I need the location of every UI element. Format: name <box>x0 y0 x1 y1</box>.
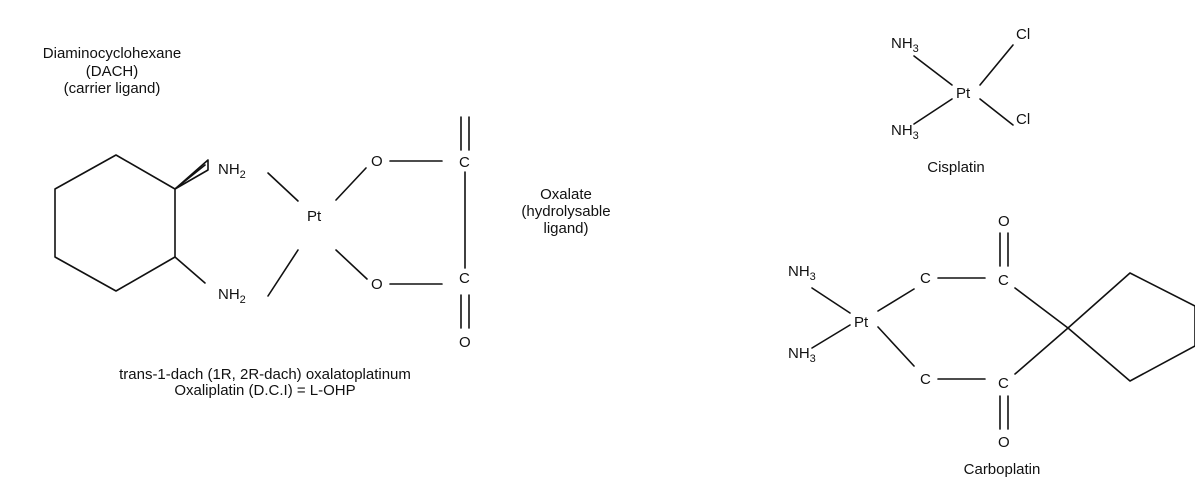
pt-o-bond-bottom <box>335 249 368 280</box>
amine-top-label: NH2 <box>218 161 246 181</box>
carboplatin-structure: NH3 NH3 Pt C C C C O O Carboplatin <box>788 213 1195 478</box>
carboplatin-carbon-1: C <box>920 270 931 287</box>
cisplatin-pt-cl-bond-top <box>979 44 1014 86</box>
oxalate-label-line2: (hydrolysable <box>521 203 610 220</box>
cisplatin-structure: NH3 NH3 Pt Cl Cl Cisplatin <box>891 26 1030 176</box>
dach-label-line3: (carrier ligand) <box>64 80 161 97</box>
carbonyl-oxygen-label: O <box>459 334 471 351</box>
carboplatin-n-pt-bond-top <box>811 287 851 314</box>
platinum-label: Pt <box>307 208 322 225</box>
oxygen-bottom-label: O <box>371 276 383 293</box>
carbon-top-label: C <box>459 154 470 171</box>
ring-amine-bond <box>174 256 206 284</box>
cisplatin-pt-cl-bond-bottom <box>979 98 1014 126</box>
stereo-wedge-bond <box>174 159 209 190</box>
amine-bottom-label: NH2 <box>218 286 246 306</box>
cisplatin-chloride-bottom: Cl <box>1016 111 1030 128</box>
carboplatin-pt-c-bond-top <box>877 288 915 312</box>
carboplatin-carbon-4: C <box>998 375 1009 392</box>
oxygen-top-label: O <box>371 153 383 170</box>
carboplatin-c-spiro-bond-bottom <box>1014 327 1069 375</box>
carboplatin-carbon-3: C <box>998 272 1009 289</box>
carboplatin-caption: Carboplatin <box>964 461 1041 478</box>
dach-label-line2: (DACH) <box>86 63 139 80</box>
carboplatin-platinum-label: Pt <box>854 314 869 331</box>
n-pt-bond-bottom <box>267 249 299 297</box>
cisplatin-platinum-label: Pt <box>956 85 971 102</box>
carboplatin-oxygen-top: O <box>998 213 1010 230</box>
n-pt-bond-top <box>267 172 299 202</box>
carboplatin-oxygen-bottom: O <box>998 434 1010 451</box>
carbon-bottom-label: C <box>459 270 470 287</box>
cyclobutane-ring <box>1067 272 1195 329</box>
oxalate-label-line3: ligand) <box>543 220 588 237</box>
cisplatin-n-pt-bond-bottom <box>913 98 953 125</box>
oxalate-label-line1: Oxalate <box>540 186 592 203</box>
pt-o-bond-top <box>335 167 367 201</box>
cisplatin-amine-top: NH3 <box>891 35 919 55</box>
cisplatin-amine-bottom: NH3 <box>891 122 919 142</box>
dach-label-line1: Diaminocyclohexane <box>43 45 181 62</box>
carboplatin-n-pt-bond-bottom <box>811 324 851 349</box>
carboplatin-carbon-2: C <box>920 371 931 388</box>
oxaliplatin-caption-line2: Oxaliplatin (D.C.I) = L-OHP <box>174 382 355 399</box>
carboplatin-amine-bottom: NH3 <box>788 345 816 365</box>
carboplatin-c-spiro-bond-top <box>1014 287 1069 329</box>
cisplatin-n-pt-bond-top <box>913 55 953 86</box>
oxaliplatin-structure: Diaminocyclohexane (DACH) (carrier ligan… <box>43 45 611 399</box>
cisplatin-caption: Cisplatin <box>927 159 985 176</box>
carboplatin-amine-top: NH3 <box>788 263 816 283</box>
oxaliplatin-caption-line1: trans-1-dach (1R, 2R-dach) oxalatoplatin… <box>119 366 411 383</box>
stereo-wedge-line <box>174 164 206 190</box>
cyclobutane-ring-lower <box>1067 327 1195 382</box>
cisplatin-chloride-top: Cl <box>1016 26 1030 43</box>
carboplatin-pt-c-bond-bottom <box>877 326 915 367</box>
cyclohexane-ring <box>54 154 176 292</box>
